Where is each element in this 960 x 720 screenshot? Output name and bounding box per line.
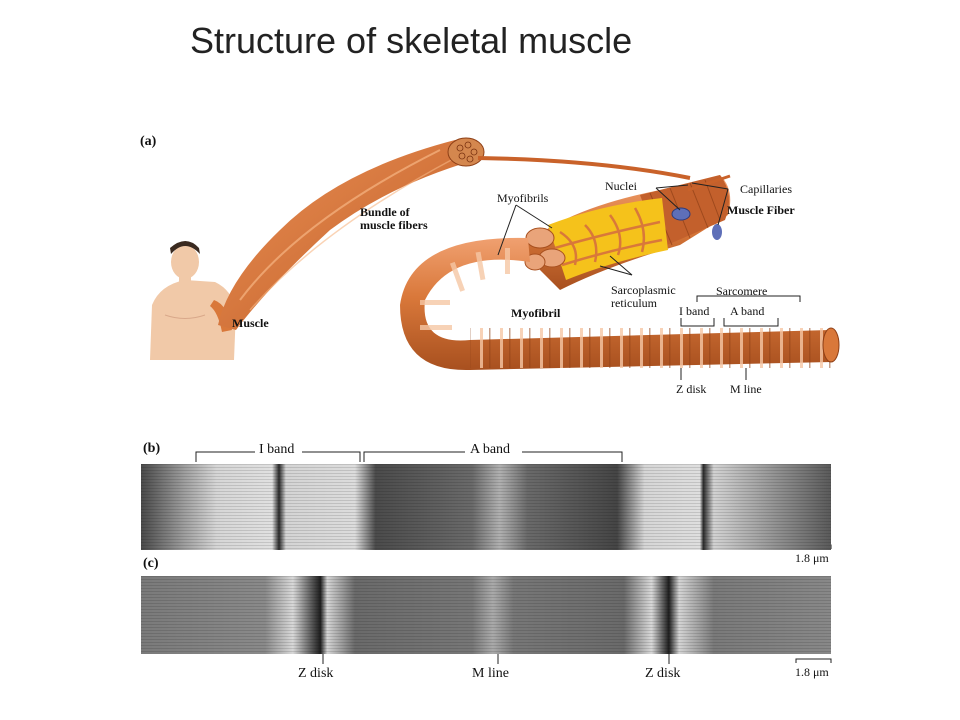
label-i-band-a: I band (679, 304, 710, 318)
label-i-band-b: I band (259, 442, 295, 457)
label-myofibril: Myofibril (511, 306, 561, 320)
label-a-band-b: A band (470, 442, 511, 457)
label-sarcoplasmic-reticulum: Sarcoplasmic reticulum (611, 283, 676, 310)
label-a-band-a: A band (730, 304, 765, 318)
panel-c-letter: (c) (143, 556, 159, 571)
label-z-disk-left-c: Z disk (298, 666, 334, 681)
label-capillaries: Capillaries (740, 182, 792, 196)
label-sarcomere: Sarcomere (716, 284, 768, 298)
label-bundle: Bundle of muscle fibers (360, 205, 428, 232)
page-title: Structure of skeletal muscle (190, 20, 633, 61)
scale-bar-b: 1.8 μm (795, 551, 829, 565)
label-nuclei: Nuclei (605, 179, 637, 193)
scale-bar-c: 1.8 μm (795, 665, 829, 679)
label-myofibrils: Myofibrils (497, 191, 549, 205)
panel-b-letter: (b) (143, 441, 161, 456)
panel-a-letter: (a) (140, 134, 157, 149)
label-m-line-c: M line (472, 666, 509, 681)
label-muscle-fiber: Muscle Fiber (727, 203, 795, 217)
label-m-line-a: M line (730, 382, 762, 396)
label-z-disk-a: Z disk (676, 382, 707, 396)
label-z-disk-right-c: Z disk (645, 666, 681, 681)
human-figure (150, 241, 236, 360)
label-muscle: Muscle (232, 316, 269, 330)
muscle-belly (218, 140, 475, 330)
micrograph-c (141, 576, 831, 654)
micrograph-b (141, 464, 831, 550)
